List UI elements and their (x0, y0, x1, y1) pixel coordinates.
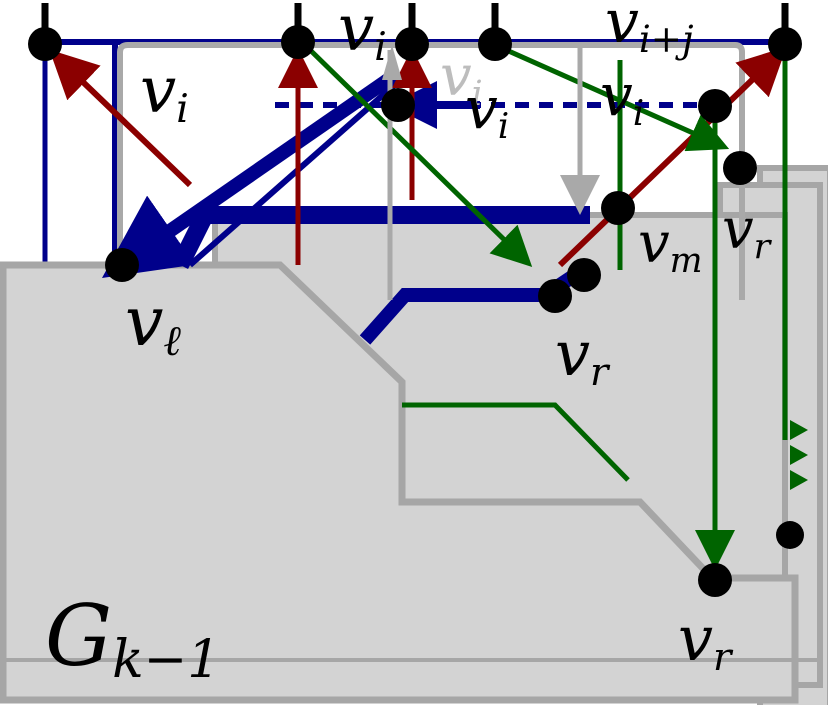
vertex-top-4[interactable] (478, 27, 512, 61)
vertex-top-1[interactable] (28, 27, 62, 61)
green-edges (303, 42, 808, 570)
red-edges (49, 46, 787, 268)
vertex-mid-right[interactable] (567, 258, 601, 292)
green-arrow-stack (790, 420, 808, 490)
grey-arrow-up (382, 45, 402, 80)
vertices (28, 3, 804, 597)
green-inner-path (402, 402, 630, 482)
region-g-k-minus-1 (0, 261, 799, 704)
label-v-r-right: vr (722, 197, 773, 267)
vertex-v-r-bottom[interactable] (698, 563, 732, 597)
vertex-v-l[interactable] (105, 248, 139, 282)
label-v-m: vm (638, 211, 703, 281)
label-v-r-bottom: vr (678, 602, 734, 680)
red-edge-left (49, 49, 193, 188)
thick-blue-arrow (101, 69, 399, 278)
vertex-v-m[interactable] (601, 191, 635, 225)
label-v-l: vℓ (125, 283, 181, 365)
vertex-right-edge[interactable] (776, 521, 804, 549)
vertex-top-3[interactable] (395, 27, 429, 61)
thick-blue-edges (101, 69, 590, 345)
vertex-top-2[interactable] (281, 25, 315, 59)
vertex-v-r-mid[interactable] (538, 279, 572, 313)
thin-blue-diag (188, 77, 402, 268)
green-edge-1 (303, 43, 533, 267)
vertex-v-i-plus-j[interactable] (768, 27, 802, 61)
labels: vi vi vi vi vi vi+j vℓ vr vm vr vr Gk−1 (45, 0, 773, 690)
label-v-i-top: vi (338, 0, 387, 70)
vertex-v-i-mid[interactable] (381, 88, 415, 122)
label-v-i-right: vi (600, 61, 644, 134)
label-v-i-plus-j: vi+j (605, 0, 694, 61)
label-v-i-mid: vi (465, 74, 509, 147)
green-edge-2 (493, 42, 730, 152)
label-v-r-mid: vr (555, 317, 611, 395)
red-edge-right (557, 46, 787, 268)
label-v-i-ghost: vi (440, 44, 483, 114)
vertex-v-i-right[interactable] (698, 89, 732, 123)
label-g-k-minus-1: Gk−1 (45, 587, 220, 690)
label-v-i-left: vi (140, 54, 189, 132)
vertex-right-upper[interactable] (723, 151, 757, 185)
